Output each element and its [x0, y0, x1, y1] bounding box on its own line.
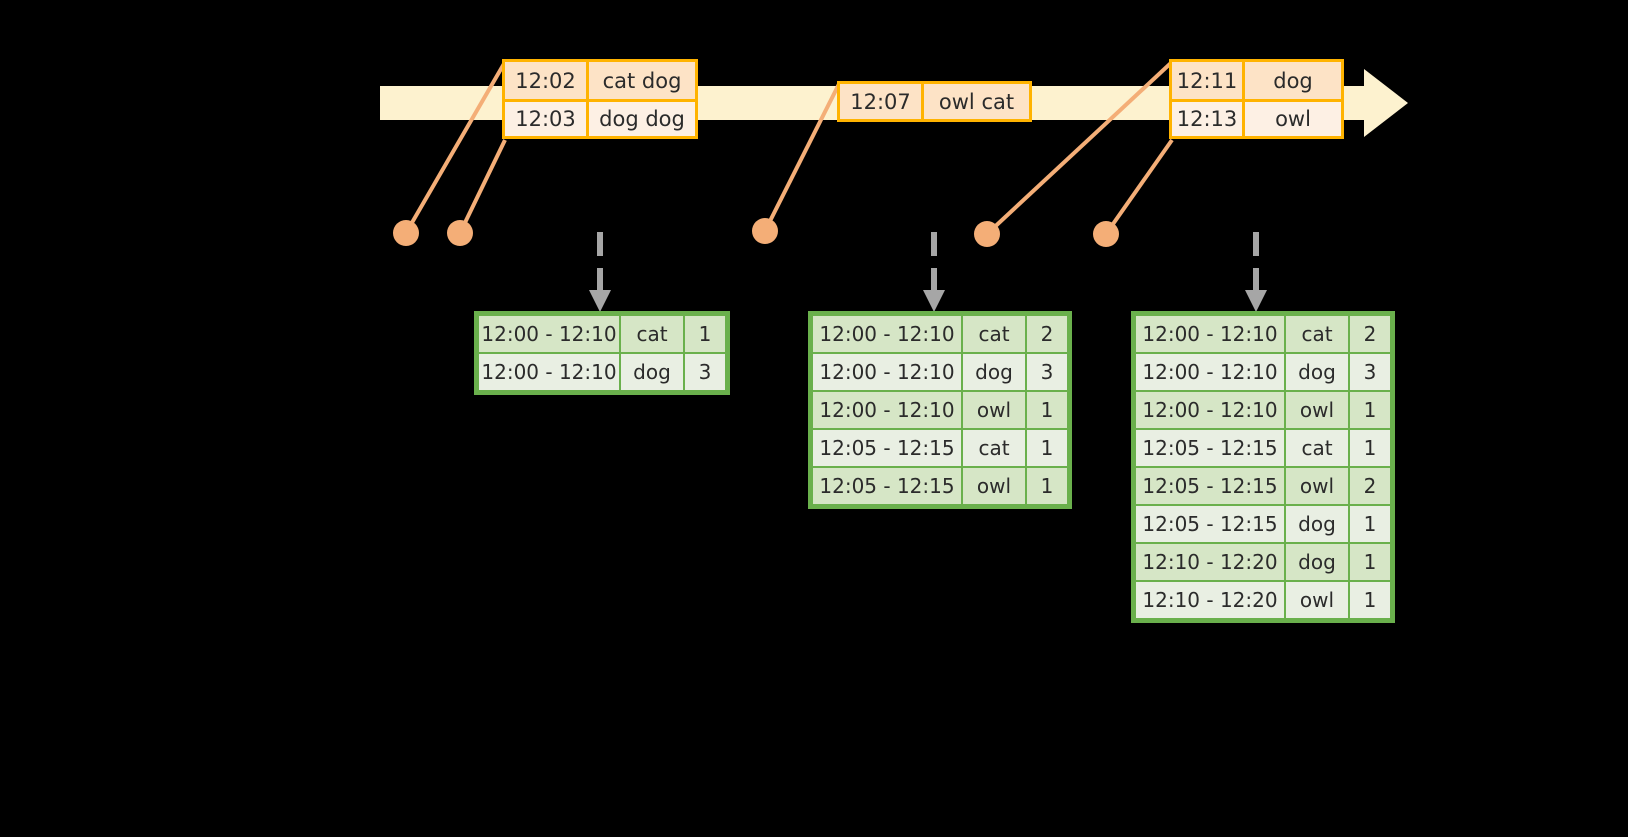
table-cell-window: 12:05 - 12:15 [1136, 506, 1284, 542]
table-cell-count: 1 [685, 316, 725, 352]
table-cell-count: 1 [1350, 506, 1390, 542]
flow-arrow-1 [589, 232, 611, 312]
table-cell-key: owl [1286, 582, 1348, 618]
table-cell-window: 12:05 - 12:15 [813, 468, 961, 504]
table-cell-key: cat [1286, 430, 1348, 466]
table-cell-count: 1 [1027, 430, 1067, 466]
event-value: owl [1245, 102, 1341, 136]
table-cell-count: 1 [1027, 392, 1067, 428]
table-cell-window: 12:00 - 12:10 [813, 354, 961, 390]
table-cell-key: dog [1286, 354, 1348, 390]
table-cell-count: 2 [1350, 316, 1390, 352]
table-cell-window: 12:05 - 12:15 [1136, 430, 1284, 466]
table-cell-window: 12:00 - 12:10 [479, 316, 619, 352]
table-cell-count: 1 [1350, 392, 1390, 428]
event-dot-5 [1093, 221, 1119, 247]
table-cell-window: 12:05 - 12:15 [813, 430, 961, 466]
timeline-arrowhead [1364, 69, 1408, 137]
table-cell-key: owl [1286, 468, 1348, 504]
event-dot-2 [447, 220, 473, 246]
event-group-2: 12:07 owl cat [837, 81, 1032, 122]
event-dot-1 [393, 220, 419, 246]
table-cell-count: 1 [1350, 544, 1390, 580]
table-cell-count: 1 [1350, 582, 1390, 618]
flow-arrow-2 [923, 232, 945, 312]
table-cell-count: 1 [1027, 468, 1067, 504]
event-row: 12:07 owl cat [840, 84, 1029, 119]
flow-arrow-3 [1245, 232, 1267, 312]
table-cell-window: 12:00 - 12:10 [1136, 354, 1284, 390]
table-cell-window: 12:10 - 12:20 [1136, 544, 1284, 580]
table-cell-key: cat [963, 316, 1025, 352]
table-cell-window: 12:00 - 12:10 [813, 316, 961, 352]
event-group-3: 12:11 dog 12:13 owl [1169, 59, 1344, 139]
table-cell-window: 12:05 - 12:15 [1136, 468, 1284, 504]
table-cell-count: 3 [1027, 354, 1067, 390]
table-cell-key: cat [1286, 316, 1348, 352]
table-cell-key: owl [963, 392, 1025, 428]
table-cell-key: owl [963, 468, 1025, 504]
table-cell-window: 12:00 - 12:10 [813, 392, 961, 428]
event-dot-3 [752, 218, 778, 244]
table-cell-window: 12:00 - 12:10 [1136, 316, 1284, 352]
table-cell-count: 3 [1350, 354, 1390, 390]
event-value: dog dog [589, 102, 695, 136]
table-cell-window: 12:00 - 12:10 [1136, 392, 1284, 428]
event-dot-4 [974, 221, 1000, 247]
event-time: 12:13 [1172, 102, 1245, 136]
table-cell-key: dog [1286, 506, 1348, 542]
event-value: owl cat [924, 84, 1029, 119]
event-row: 12:11 dog [1172, 62, 1341, 99]
event-time: 12:11 [1172, 62, 1245, 99]
table-cell-count: 2 [1027, 316, 1067, 352]
table-cell-key: cat [963, 430, 1025, 466]
event-time: 12:03 [505, 102, 589, 136]
table-cell-count: 1 [1350, 430, 1390, 466]
table-cell-window: 12:00 - 12:10 [479, 354, 619, 390]
table-cell-count: 2 [1350, 468, 1390, 504]
event-time: 12:02 [505, 62, 589, 99]
table-cell-key: dog [1286, 544, 1348, 580]
event-row: 12:02 cat dog [505, 62, 695, 99]
event-row: 12:03 dog dog [505, 99, 695, 136]
event-group-1: 12:02 cat dog 12:03 dog dog [502, 59, 698, 139]
event-time: 12:07 [840, 84, 924, 119]
event-row: 12:13 owl [1172, 99, 1341, 136]
event-value: cat dog [589, 62, 695, 99]
table-cell-key: dog [963, 354, 1025, 390]
event-value: dog [1245, 62, 1341, 99]
table-cell-window: 12:10 - 12:20 [1136, 582, 1284, 618]
table-cell-key: dog [621, 354, 683, 390]
table-cell-count: 3 [685, 354, 725, 390]
table-cell-key: cat [621, 316, 683, 352]
table-cell-key: owl [1286, 392, 1348, 428]
